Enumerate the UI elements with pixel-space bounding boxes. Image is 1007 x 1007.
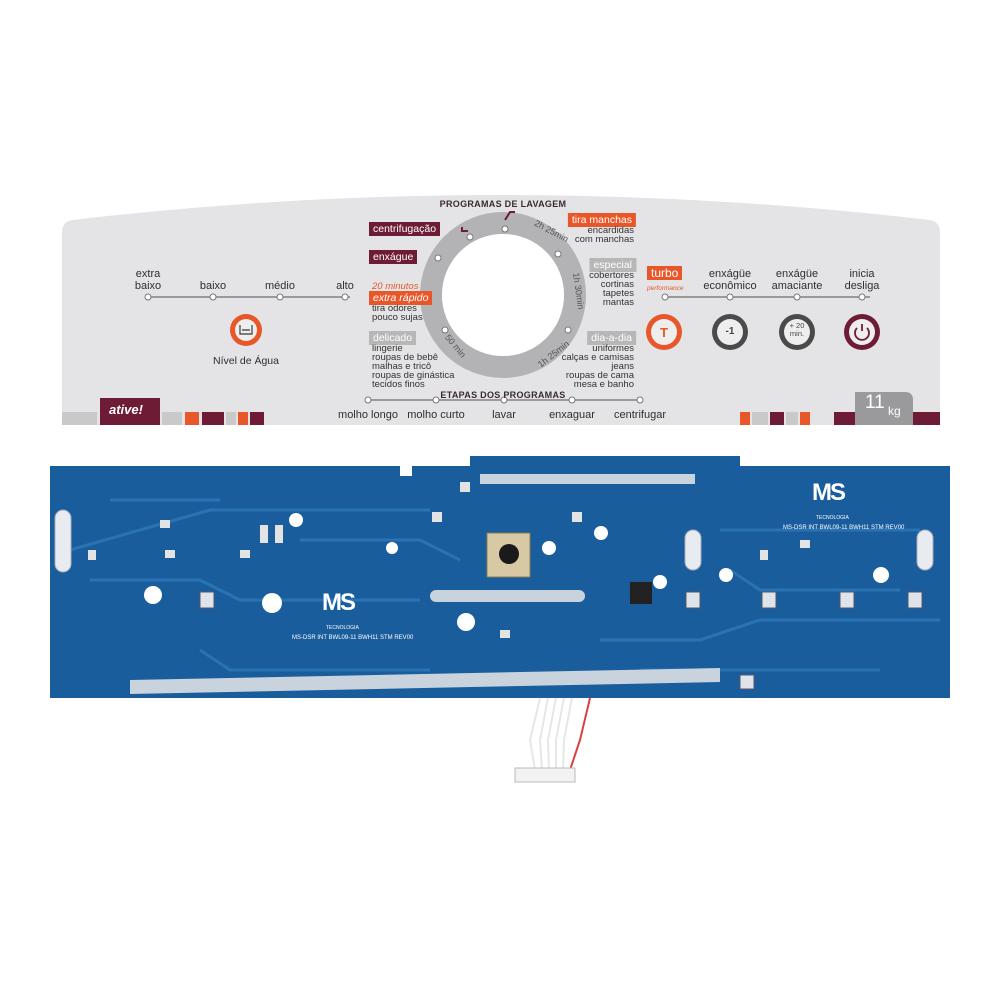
water-level-dots [144, 293, 349, 301]
dia-a-dia-desc-5: mesa e banho [573, 379, 634, 390]
strip-slider-top [480, 474, 695, 484]
brand-logo: ative! [109, 402, 143, 417]
eco-rinse-button[interactable] [717, 319, 743, 345]
turbo-button[interactable] [651, 319, 677, 345]
strip-slider-mid [430, 590, 585, 602]
program-delicado[interactable]: delicado [369, 331, 417, 345]
stages-title: ETAPAS DOS PROGRAMAS [440, 390, 566, 400]
stage-enxaguar: enxaguar [549, 409, 595, 421]
delicado-desc-4: roupas de ginástica [372, 370, 455, 381]
program-extra-rapido[interactable]: extra rápido [369, 291, 433, 305]
pcb-code-right: MS-DSR INT BWL09-11 BWH11 STM REV00 [783, 525, 905, 531]
mounting-holes [144, 513, 889, 631]
turbo-sub-label: performance [647, 285, 684, 292]
dial-time-2: 1h 30min [570, 271, 587, 311]
led-windows [54, 509, 934, 573]
delicado-desc-1: lingerie [372, 343, 403, 354]
panel-text-layer: PROGRAMAS DE LAVAGEM ETAPAS DOS PROGRAMA… [0, 0, 1007, 440]
capacity-unit: kg [888, 404, 901, 418]
microcontroller-chip [630, 582, 652, 604]
capacity-badge [855, 392, 913, 425]
softener-rinse-label[interactable]: enxágüe amaciante [771, 268, 823, 292]
smd-components [88, 482, 810, 638]
tira-manchas-desc-1: encardidas [587, 225, 634, 236]
power-icon [854, 324, 870, 341]
wire-connector [514, 767, 576, 783]
water-level-label: Nível de Água [213, 355, 279, 367]
dia-a-dia-desc-2: calças e camisas [561, 352, 634, 363]
eco-rinse-label[interactable]: enxágüe econômico [703, 268, 757, 292]
eco-rinse-icon-text: -1 [725, 326, 735, 337]
strip-slider-bottom [130, 668, 720, 694]
encoder-shaft [499, 544, 519, 564]
turbo-icon: T [660, 325, 668, 340]
water-level-high[interactable]: alto [336, 280, 354, 292]
extra-rapido-desc-1: tira odores [372, 303, 417, 314]
especial-desc-1: cobertores [589, 270, 634, 281]
circuit-board [50, 456, 950, 783]
program-dial-dots [434, 225, 572, 334]
water-level-icon [239, 325, 253, 335]
power-button[interactable] [849, 319, 875, 345]
dia-a-dia-desc-1: uniformes [592, 343, 634, 354]
stage-molho-longo: molho longo [338, 409, 398, 421]
pcb-logo-right: MS [812, 479, 846, 506]
stage-lavar: lavar [492, 409, 516, 421]
pcb-logo-left: MS [322, 589, 356, 616]
dial-time-1: 2h 25min [532, 217, 571, 245]
program-especial[interactable]: especial [589, 258, 636, 272]
programs-title: PROGRAMAS DE LAVAGEM [439, 199, 567, 209]
dia-a-dia-desc-3: jeans [611, 361, 634, 372]
pcb-logo-right-sub: TECNOLOGIA [816, 515, 849, 521]
dial-time-4: 50 min [442, 332, 469, 360]
dial-connectors [461, 211, 515, 232]
stages-dots [364, 396, 644, 404]
tira-manchas-desc-2: com manchas [574, 234, 634, 245]
especial-desc-4: mantas [602, 297, 634, 308]
pcb-code-left: MS-DSR INT BWL09-11 BWH11 STM REV00 [292, 635, 414, 641]
extra-rapido-time: 20 minutos [372, 281, 419, 292]
pcb-text-layer: MS TECNOLOGIA MS-DSR INT BWL09-11 BWH11 … [0, 440, 1007, 1000]
water-level-extra-low[interactable]: extra baixo [134, 268, 162, 292]
pcb-logo-left-sub: TECNOLOGIA [326, 625, 359, 631]
options-dots [661, 293, 866, 301]
power-label[interactable]: inicia desliga [844, 268, 880, 292]
softener-rinse-button[interactable] [784, 319, 810, 345]
water-level-low[interactable]: baixo [199, 280, 227, 292]
water-level-medium[interactable]: médio [265, 280, 295, 292]
especial-desc-3: tapetes [602, 288, 634, 299]
wire-harness [528, 697, 591, 771]
delicado-desc-5: tecidos finos [372, 379, 425, 390]
program-enxague[interactable]: enxágue [369, 250, 418, 264]
program-centrifugacao[interactable]: centrifugação [369, 222, 441, 236]
delicado-desc-2: roupas de bebê [372, 352, 439, 363]
especial-desc-2: cortinas [600, 279, 634, 290]
stage-molho-curto: molho curto [407, 409, 465, 421]
tactile-switches[interactable] [199, 591, 923, 690]
capacity-number: 11 [865, 392, 885, 413]
brand-badge [100, 398, 160, 425]
program-dial-hole [442, 234, 564, 356]
control-panel-decal: T [62, 195, 940, 425]
extra-rapido-desc-2: pouco sujas [372, 312, 423, 323]
turbo-label[interactable]: turbo [647, 266, 683, 280]
dia-a-dia-desc-4: roupas de cama [565, 370, 634, 381]
program-tira-manchas[interactable]: tira manchas [567, 213, 636, 227]
program-dia-a-dia[interactable]: dia-a-dia [587, 331, 636, 345]
stage-centrifugar: centrifugar [614, 409, 666, 421]
delicado-desc-3: malhas e tricô [372, 361, 432, 372]
softener-rinse-icon-text: + 20 min. [789, 321, 805, 338]
